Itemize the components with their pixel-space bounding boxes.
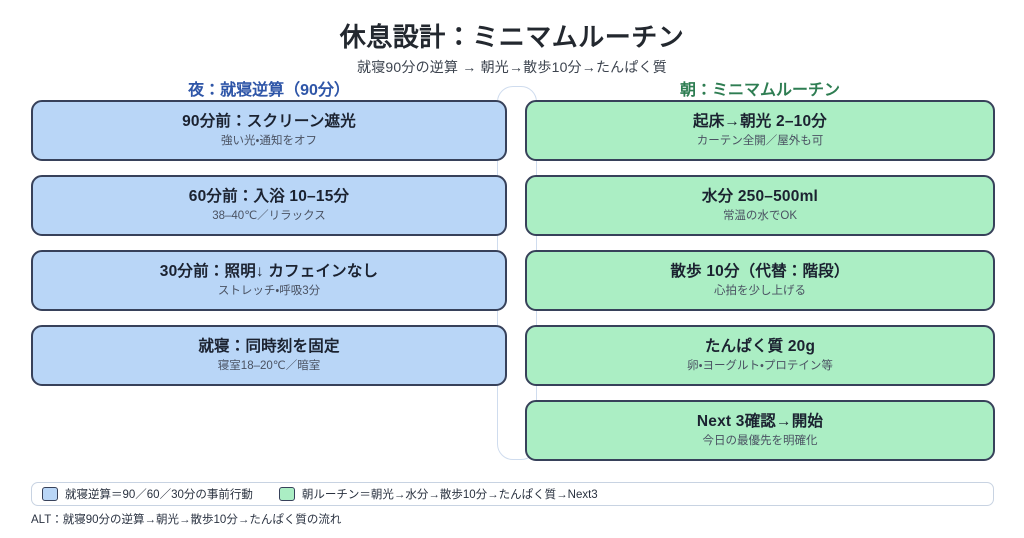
card-subtitle: 心拍を少し上げる [714, 284, 806, 297]
card-night-3[interactable]: 30分前：照明↓ カフェインなしストレッチ・呼吸3分 [31, 250, 507, 311]
card-title: Next 3確認→開始 [696, 413, 824, 431]
card-title: 30分前：照明↓ カフェインなし [159, 263, 379, 281]
legend-label: 朝ルーチン＝朝光→水分→散歩10分→たんぱく質→Next3 [301, 489, 598, 501]
legend-item-2: 朝ルーチン＝朝光→水分→散歩10分→たんぱく質→Next3 [278, 486, 598, 502]
card-night-1[interactable]: 90分前：スクリーン遮光強い光・通知をオフ [31, 100, 507, 161]
page-subtitle: 就寝90分の逆算 → 朝光→散歩10分→たんぱく質 [357, 59, 667, 76]
card-title: 60分前：入浴 10–15分 [188, 188, 350, 206]
card-title: たんぱく質 20g [704, 338, 816, 356]
card-morning-4[interactable]: たんぱく質 20g 卵・ヨーグルト・プロテイン等 [525, 325, 995, 386]
page-title: 休息設計：ミニマムルーチン [339, 22, 685, 52]
card-morning-1[interactable]: 起床→朝光 2–10分カーテン全開／屋外も可 [525, 100, 995, 161]
card-morning-3[interactable]: 散歩 10分（代替：階段） 心拍を少し上げる [525, 250, 995, 311]
legend-label: 就寝逆算＝90／60／30分の事前行動 [65, 489, 253, 501]
card-subtitle: 今日の最優先を明確化 [702, 434, 818, 447]
alt-text-line: ALT：就寝90分の逆算→朝光→散歩10分→たんぱく質の流れ [31, 514, 342, 526]
card-morning-2[interactable]: 水分 250–500ml 常温の水でOK [525, 175, 995, 236]
legend-swatch-night-icon [42, 487, 58, 501]
column-heading-morning: 朝：ミニマムルーチン [679, 82, 840, 99]
night-routine-column: 90分前：スクリーン遮光強い光・通知をオフ 60分前：入浴 10–15分 38–40… [31, 100, 507, 400]
card-subtitle: 卵・ヨーグルト・プロテイン等 [687, 359, 833, 372]
card-title: 散歩 10分（代替：階段） [670, 263, 850, 281]
card-subtitle: 寝室18–20℃／暗室 [217, 359, 321, 372]
card-subtitle: 常温の水でOK [722, 209, 798, 222]
card-title: 90分前：スクリーン遮光 [182, 113, 356, 131]
legend-swatch-morning-icon [278, 487, 295, 501]
morning-routine-column: 起床→朝光 2–10分カーテン全開／屋外も可水分 250–500ml 常温の水でO… [525, 100, 995, 475]
card-night-4[interactable]: 就寝：同時刻を固定寝室18–20℃／暗室 [31, 325, 507, 386]
title-block: 休息設計：ミニマムルーチン 就寝90分の逆算 → 朝光→散歩10分→たんぱく質 [0, 22, 1024, 77]
card-title: 起床→朝光 2–10分 [693, 113, 827, 131]
card-subtitle: 強い光・通知をオフ [221, 134, 317, 147]
column-heading-night: 夜：就寝逆算（90分） [188, 82, 350, 99]
card-subtitle: ストレッチ・呼吸3分 [217, 284, 321, 297]
legend: 就寝逆算＝90／60／30分の事前行動 朝ルーチン＝朝光→水分→散歩10分→たんぱ… [31, 482, 994, 506]
card-title: 水分 250–500ml [701, 188, 819, 206]
card-night-2[interactable]: 60分前：入浴 10–15分 38–40℃／リラックス [31, 175, 507, 236]
card-morning-5[interactable]: Next 3確認→開始今日の最優先を明確化 [525, 400, 995, 461]
legend-item-1: 就寝逆算＝90／60／30分の事前行動 [42, 486, 253, 502]
card-title: 就寝：同時刻を固定 [198, 338, 340, 356]
card-subtitle: カーテン全開／屋外も可 [696, 134, 824, 147]
card-subtitle: 38–40℃／リラックス [212, 209, 326, 222]
